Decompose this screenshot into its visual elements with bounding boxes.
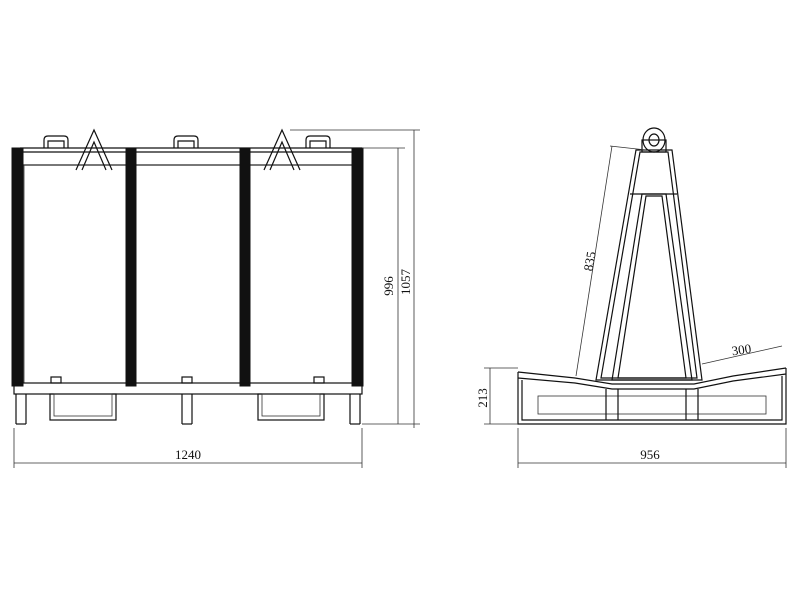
dimension-side-incline: 835	[575, 145, 647, 377]
front-lifting-handles	[43, 135, 331, 148]
front-post-left	[11, 147, 24, 387]
dimension-front-width: 1240	[13, 428, 363, 468]
front-base-brackets	[50, 376, 325, 384]
dimension-front-frame-height: 996	[362, 147, 420, 425]
front-view: 1240 996 1057	[11, 128, 420, 468]
front-post-inner-2	[239, 147, 251, 387]
front-top-rail	[20, 147, 362, 166]
dimension-label-835: 835	[580, 250, 598, 272]
dimension-label-1057: 1057	[398, 269, 413, 296]
dimension-side-arm: 300	[701, 341, 783, 365]
side-a-frame	[595, 149, 703, 381]
front-post-inner-1	[125, 147, 137, 387]
dimension-label-1240: 1240	[175, 447, 201, 462]
front-fork-pockets	[49, 393, 325, 421]
side-lifting-eye	[641, 127, 667, 153]
side-base-frame	[517, 367, 787, 425]
dimension-side-base-width: 956	[517, 428, 787, 468]
dimension-side-base-height: 213	[475, 367, 518, 425]
dimension-label-996: 996	[381, 276, 396, 296]
dimension-label-300: 300	[731, 341, 752, 359]
front-post-right	[351, 147, 364, 387]
side-view: 835 300 213 956	[475, 127, 787, 468]
front-lifting-eyes	[75, 128, 301, 171]
front-base-frame	[13, 382, 363, 425]
dimension-label-213: 213	[475, 388, 490, 408]
dimension-front-overall-height: 1057	[290, 129, 420, 428]
front-panels	[23, 164, 355, 384]
dimension-label-956: 956	[640, 447, 660, 462]
